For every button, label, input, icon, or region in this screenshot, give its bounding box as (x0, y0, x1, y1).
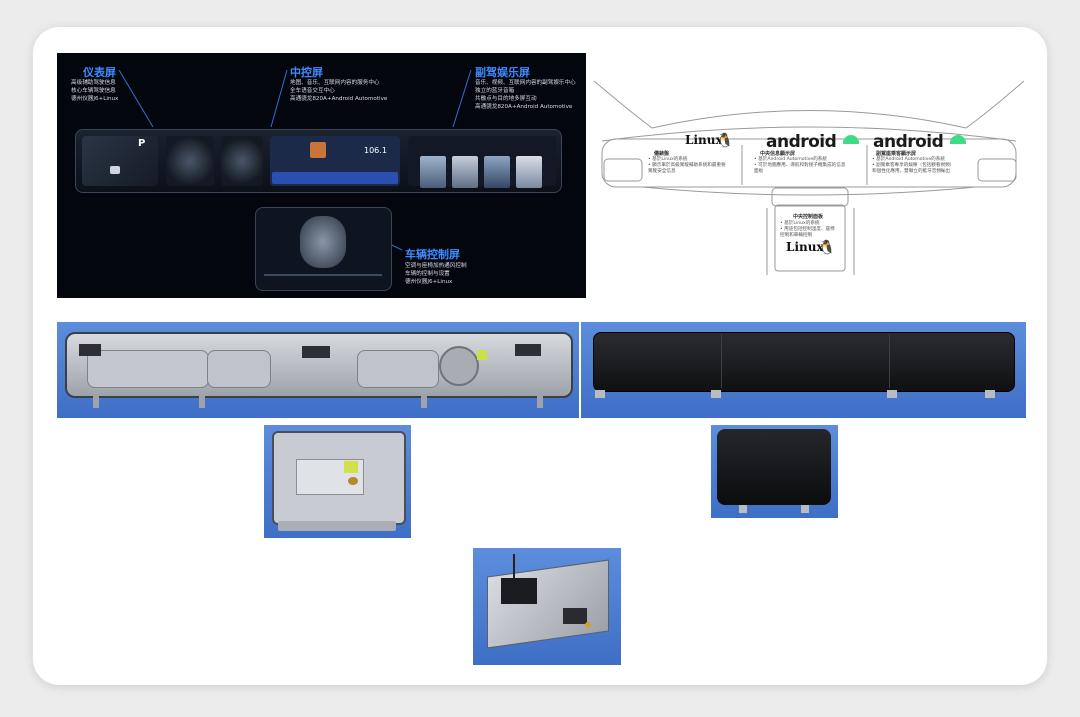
bracket (739, 505, 747, 513)
cluster-panel-title: 儀錶盤 (654, 151, 670, 157)
dashboard-screens-promo-image: 仪表屏 高级辅助驾驶信息核心车辆驾驶信息德州仪器J6+Linux 中控屏 地图、… (57, 53, 586, 298)
media-control-bar (272, 172, 398, 184)
speaker-grille (439, 346, 479, 386)
control-screen-rear-photo (264, 425, 411, 538)
passenger-panel-title: 副駕座乘客顯示屏 (876, 151, 917, 157)
bracket (595, 390, 605, 398)
instrument-cluster-display: P (82, 136, 158, 186)
cluster-screen-desc: 高级辅助驾驶信息核心车辆驾驶信息德州仪器J6+Linux (71, 80, 119, 102)
bracket (199, 394, 205, 408)
video-tile (516, 156, 542, 188)
dashboard-display-strip: P 106.1 (75, 129, 562, 193)
android-robot-icon-2 (950, 135, 966, 144)
mounting-plate (357, 350, 439, 388)
center-panel-desc: • 基於Android Automotive的系統• 可於地圖應用、導航和對接子… (754, 157, 846, 174)
video-tile (484, 156, 510, 188)
display-front-photo (581, 322, 1026, 418)
car-top-view (300, 216, 346, 268)
label-sticker (344, 461, 358, 473)
fan-module (501, 578, 537, 604)
gear-indicator: P (138, 138, 146, 149)
bracket (985, 390, 995, 398)
tux-penguin-icon-2: 🐧 (818, 240, 836, 256)
connector (302, 346, 330, 358)
center-panel-title: 中央信息顯示屏 (760, 151, 796, 157)
display-rear-photo (57, 322, 579, 418)
screen-divider (721, 334, 722, 388)
glass-panel (593, 332, 1015, 392)
glass-panel (717, 429, 831, 505)
bracket (537, 394, 543, 408)
car-icon (110, 166, 120, 174)
connector-block (563, 608, 587, 624)
gauge-graphic (166, 136, 214, 186)
control-panel-desc: • 基於Linux的系統• 用途包括控制溫度、座椅 控制和車輛控制 (780, 221, 835, 238)
mounting-plate (87, 350, 209, 388)
metal-enclosure (487, 559, 609, 649)
radio-frequency: 106.1 (364, 146, 387, 155)
vehicle-control-display (255, 207, 392, 291)
passenger-screen-desc: 音乐、视频、互联网内容的副驾娱乐中心独立的蓝牙音箱共融点与目的地多屏互动高通骁龙… (475, 80, 576, 110)
connector (348, 477, 358, 485)
bracket (93, 394, 99, 408)
video-tile (420, 156, 446, 188)
android-logo-2: android (873, 132, 944, 152)
center-infotainment-display: 106.1 (270, 136, 400, 186)
linux-logo-2: Linux (786, 240, 824, 254)
linux-logo: Linux (685, 133, 723, 147)
cluster-panel-desc: • 基於Linux的系統• 顯示車於高級駕駛輔助系統和最重要 駕駛安全信息 (648, 157, 726, 174)
mounting-bracket (278, 521, 396, 531)
control-screen-front-photo (711, 425, 838, 518)
passenger-entertainment-display (408, 136, 556, 188)
control-panel-title: 中央控制面板 (793, 214, 824, 220)
passenger-screen-title: 副驾娱乐屏 (475, 66, 530, 79)
passenger-panel-desc: • 基於Android Automotive的系統• 副駕乘客專享的娛樂（包括觀… (872, 157, 955, 174)
center-screen-desc: 地图、音乐、互联网内容的服务中心全车语音交互中心高通骁龙820A+Android… (290, 80, 388, 102)
vehicle-control-screen-title: 车辆控制屏 (405, 248, 460, 261)
bracket (801, 505, 809, 513)
cluster-screen-title: 仪表屏 (83, 66, 116, 79)
vehicle-control-screen-desc: 空调与座椅加热通风控制车辆的控制与设置德州仪器J6+Linux (405, 263, 467, 285)
connector (79, 344, 101, 356)
cable (513, 554, 515, 578)
antenna-connector (585, 622, 591, 628)
bracket (421, 394, 427, 408)
label-sticker (477, 350, 487, 360)
climate-bar (264, 274, 382, 276)
center-screen-title: 中控屏 (290, 66, 323, 79)
bracket (711, 390, 721, 398)
gauge-graphic-2 (221, 136, 263, 186)
video-tile (452, 156, 478, 188)
connector (515, 344, 541, 356)
bracket (887, 390, 897, 398)
android-robot-icon (843, 135, 859, 144)
screen-divider (889, 334, 890, 388)
tux-penguin-icon: 🐧 (716, 133, 734, 149)
dashboard-outline (593, 80, 1025, 275)
dashboard-layout-diagram: Linux 🐧 android android 儀錶盤 • 基於Linux的系統… (592, 53, 1026, 288)
android-logo: android (766, 132, 837, 152)
head-unit-computer-photo (473, 548, 621, 665)
album-art (310, 142, 326, 158)
mounting-plate (207, 350, 271, 388)
